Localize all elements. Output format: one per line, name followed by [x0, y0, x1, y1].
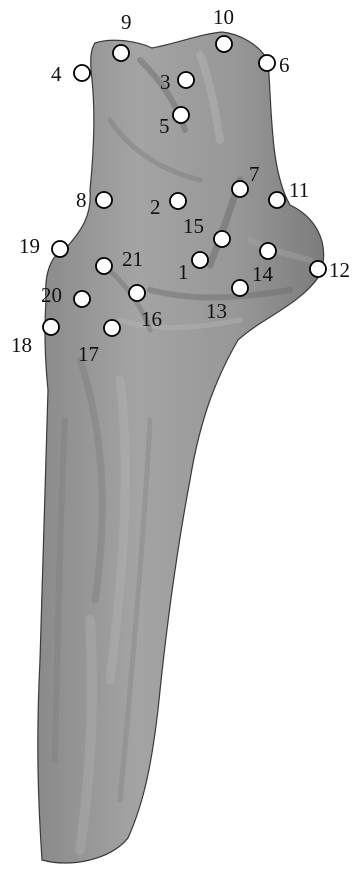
- landmark-label-17: 17: [78, 342, 99, 366]
- bone-silhouette: [38, 32, 324, 863]
- landmark-label-10: 10: [213, 5, 234, 29]
- landmark-label-15: 15: [183, 214, 204, 238]
- landmark-label-7: 7: [249, 162, 260, 186]
- landmark-label-16: 16: [141, 307, 162, 331]
- landmark-marker-14: [260, 243, 276, 259]
- landmark-label-19: 19: [19, 234, 40, 258]
- landmark-label-11: 11: [289, 178, 309, 202]
- landmark-label-6: 6: [279, 53, 290, 77]
- landmark-marker-10: [216, 36, 232, 52]
- landmark-marker-21: [96, 258, 112, 274]
- landmark-marker-16: [129, 285, 145, 301]
- landmark-label-13: 13: [206, 299, 227, 323]
- landmark-marker-1: [192, 252, 208, 268]
- landmark-label-18: 18: [11, 333, 32, 357]
- landmark-marker-17: [104, 320, 120, 336]
- landmark-marker-9: [113, 45, 129, 61]
- landmark-label-3: 3: [160, 70, 171, 94]
- landmark-label-21: 21: [122, 247, 143, 271]
- landmark-label-9: 9: [121, 10, 132, 34]
- landmark-marker-20: [74, 291, 90, 307]
- landmark-label-1: 1: [178, 260, 189, 284]
- landmark-marker-4: [74, 65, 90, 81]
- landmark-marker-8: [96, 192, 112, 208]
- landmark-label-12: 12: [329, 258, 350, 282]
- landmark-marker-11: [269, 192, 285, 208]
- landmark-label-8: 8: [76, 188, 87, 212]
- landmark-marker-12: [310, 261, 326, 277]
- landmark-marker-2: [170, 193, 186, 209]
- landmark-marker-13: [232, 280, 248, 296]
- landmark-marker-3: [178, 72, 194, 88]
- landmark-marker-6: [259, 55, 275, 71]
- landmark-marker-18: [43, 319, 59, 335]
- landmark-label-4: 4: [51, 62, 62, 86]
- landmark-label-20: 20: [41, 283, 62, 307]
- landmark-marker-15: [214, 231, 230, 247]
- landmark-label-5: 5: [159, 114, 170, 138]
- landmark-label-2: 2: [150, 195, 161, 219]
- landmark-marker-5: [173, 107, 189, 123]
- landmark-label-14: 14: [252, 262, 274, 286]
- landmark-marker-7: [232, 181, 248, 197]
- landmark-marker-19: [52, 241, 68, 257]
